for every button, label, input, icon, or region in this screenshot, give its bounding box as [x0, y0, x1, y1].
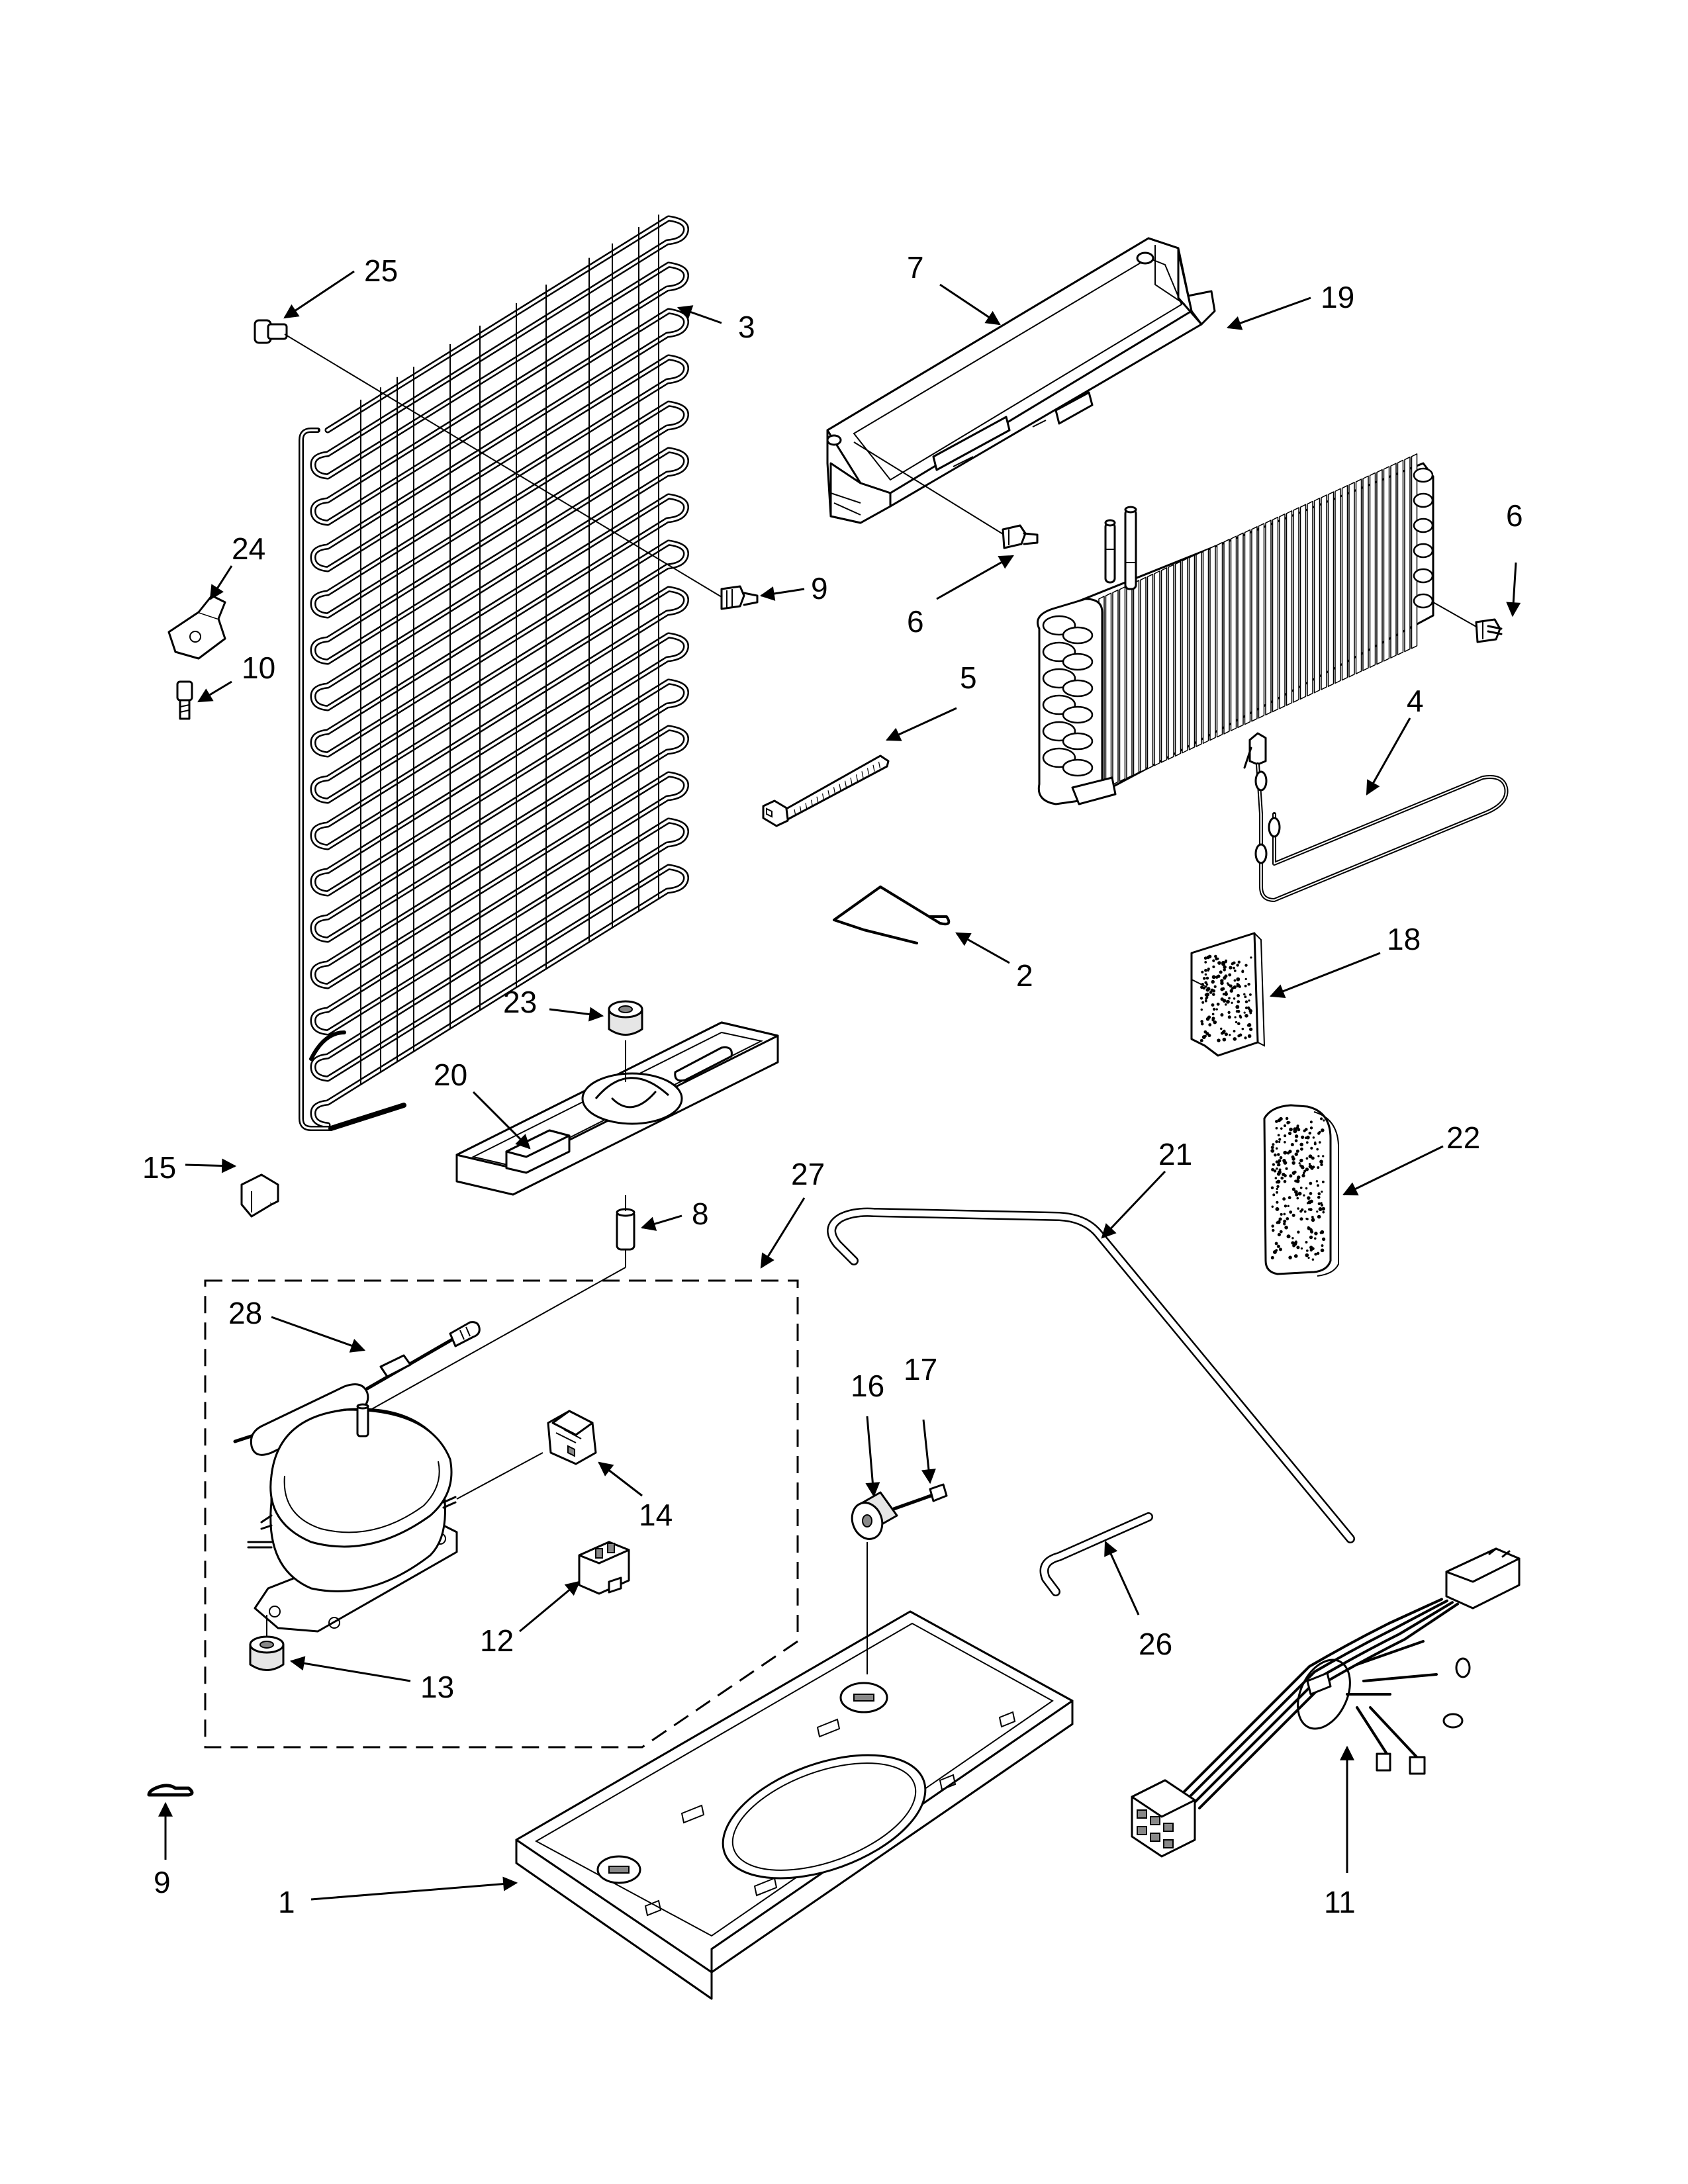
tube-27	[1039, 1512, 1153, 1596]
callout-6-cover: 6	[907, 604, 924, 639]
rear-roller-17	[851, 1491, 898, 1540]
grommet-14	[249, 1635, 285, 1671]
foam-block-23	[1263, 1104, 1339, 1277]
bracket-25	[167, 594, 226, 660]
callout-26: 25	[364, 253, 398, 288]
condenser-screw	[254, 319, 288, 344]
callout-16: 15	[142, 1150, 176, 1185]
grommet-24	[608, 1000, 643, 1036]
callout-20: 19	[1321, 280, 1354, 314]
callout-2: 2	[1016, 958, 1033, 993]
callout-5: 5	[960, 660, 977, 695]
callout-19: 18	[1387, 922, 1421, 956]
overload-13	[578, 1541, 630, 1595]
drain-tube-8	[616, 1208, 635, 1251]
callout-1: 1	[278, 1885, 295, 1919]
wiring-harness-12	[1131, 1547, 1521, 1858]
spring-clip-2	[833, 886, 951, 944]
callout-29: 28	[228, 1296, 262, 1330]
compressor-leader-line	[456, 1452, 543, 1500]
callout-labels: 25 3 9 24 10 15 7 19 6 6 5 4 2 18 22 21 …	[142, 250, 1523, 1919]
callout-14: 13	[420, 1670, 454, 1704]
evaporator	[1037, 453, 1434, 805]
base-pan	[515, 1610, 1074, 2000]
relay-15	[547, 1410, 597, 1465]
callout-11: 10	[242, 651, 275, 685]
screw-10	[720, 585, 759, 610]
screw-11	[176, 680, 193, 720]
axle-screw-18	[892, 1483, 948, 1511]
compressor	[247, 1403, 458, 1633]
callout-4: 4	[1407, 684, 1424, 718]
condenser-coil	[299, 214, 689, 1131]
callout-10: 9	[811, 571, 828, 606]
leaders	[158, 270, 1521, 1901]
callout-6-evaporator: 6	[1506, 498, 1523, 533]
callout-15: 14	[639, 1498, 673, 1532]
callout-part-9: 9	[154, 1865, 171, 1899]
screw-6-cover	[1002, 524, 1039, 549]
callout-28: 27	[791, 1157, 825, 1191]
drain-tube-22	[827, 1207, 1355, 1543]
callout-18: 17	[904, 1352, 937, 1387]
clip-9	[147, 1784, 194, 1797]
compressor-assembly-outline	[204, 1279, 799, 1749]
drain-pan	[455, 1021, 779, 1196]
cable-tie-5	[762, 754, 890, 827]
callout-23: 22	[1446, 1120, 1480, 1155]
callout-12: 11	[1324, 1885, 1356, 1919]
callout-21: 20	[434, 1058, 467, 1092]
foam-block-19	[1190, 932, 1266, 1057]
defrost-heater-4	[1243, 732, 1509, 902]
callout-17: 16	[851, 1369, 884, 1403]
screw-6-evaporator	[1475, 618, 1503, 643]
callout-3: 3	[738, 310, 755, 344]
evaporator-cover	[826, 237, 1216, 524]
callout-7: 7	[907, 250, 924, 285]
callout-8: 8	[692, 1197, 709, 1231]
callout-22: 21	[1158, 1137, 1192, 1171]
callout-24: 23	[503, 985, 537, 1019]
callout-27: 26	[1139, 1627, 1172, 1661]
clip-16	[240, 1173, 279, 1218]
callout-25: 24	[232, 531, 265, 566]
callout-13: 12	[480, 1623, 514, 1658]
